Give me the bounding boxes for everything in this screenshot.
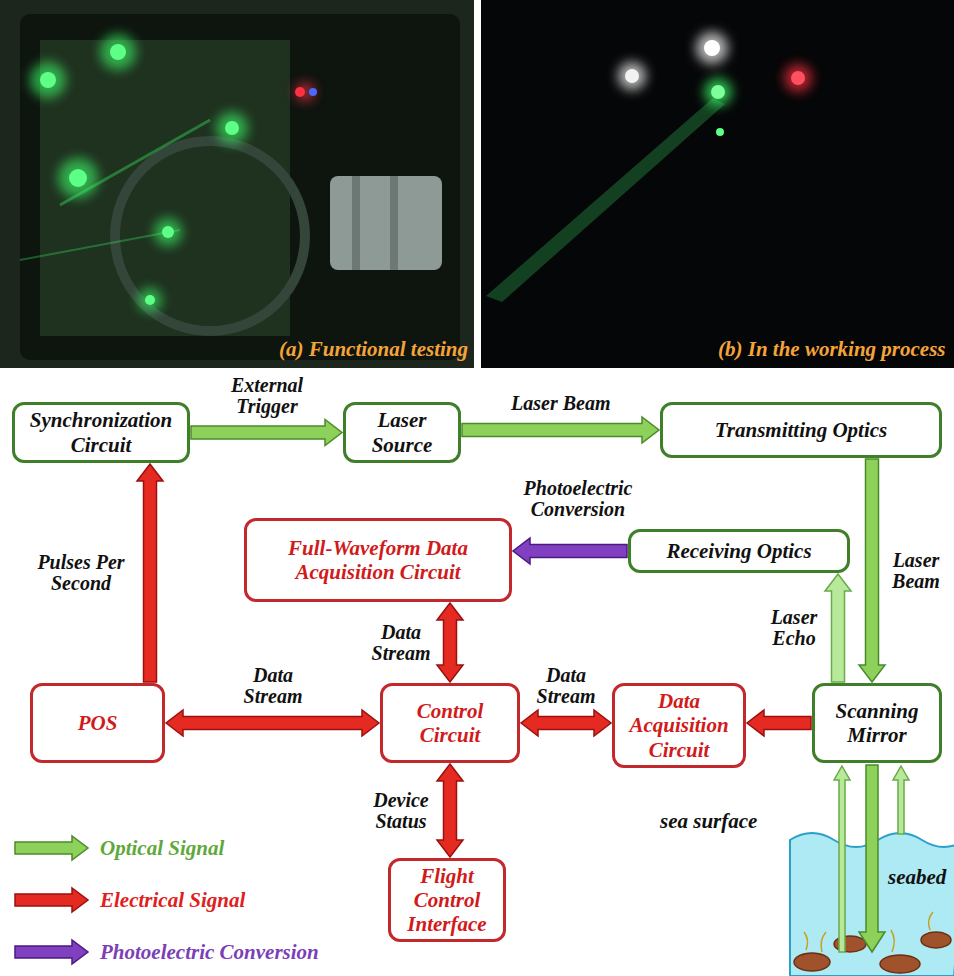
light-glow [618,32,812,106]
node-text: Flight Control Interface [399,864,495,936]
green-led [40,72,56,88]
edge-label: Laser Echo [764,607,824,649]
edge-label: Laser Beam [511,393,610,414]
photo-background [0,0,474,368]
circuit-board [40,40,290,336]
signal-arrow [521,710,611,736]
red-light [791,71,805,85]
edge-label: External Trigger [222,375,312,417]
node-text: Data Acquisition Circuit [623,689,735,761]
optical-arrow-sample [15,836,88,860]
echo-arrow [893,766,909,834]
legend-text: Photoelectric Conversion [100,941,319,963]
cylinder-groove [390,176,398,270]
node-text: Synchronization Circuit [23,408,179,456]
optics-box: Transmitting Optics [660,402,942,458]
signal-arrow [137,464,163,682]
acquisition-box: Data Acquisition Circuit [612,683,746,768]
echo-arrow [834,766,850,952]
region-label: seabed [888,866,946,888]
node-text: Scanning Mirror [823,699,931,747]
interface-box: Flight Control Interface [388,858,506,942]
laser-beam [486,98,725,302]
edge-label: Data Stream [238,665,308,707]
control-box: Control Circuit [380,683,520,763]
white-light [704,40,720,56]
legend-text: Electrical Signal [100,889,245,911]
node-text: POS [78,711,118,735]
node-text: Transmitting Optics [715,418,888,442]
cylinder-groove [352,176,360,270]
device-frame [20,14,460,360]
signal-arrow [513,538,627,564]
signal-arrow [166,710,379,736]
green-light [711,85,725,99]
signal-arrow [747,710,811,736]
signal-arrow [859,459,885,682]
region-label: sea surface [660,810,757,832]
photo-background [481,0,954,368]
laser-box: Laser Source [343,402,461,463]
green-led [225,121,239,135]
seabed-rock [921,932,951,948]
green-led [162,226,174,238]
edge-label: Photoelectric Conversion [513,478,643,520]
node-text: Full-Waveform Data Acquisition Circuit [255,536,501,584]
acquisition-box: Full-Waveform Data Acquisition Circuit [244,518,512,602]
edge-label: Data Stream [366,622,436,664]
mirror-box: Scanning Mirror [812,683,942,763]
pos-box: POS [30,683,165,763]
node-text: Laser Source [354,408,450,456]
white-light [625,69,639,83]
green-led [110,44,126,60]
green-led [69,169,87,187]
edge-label: Data Stream [531,665,601,707]
edge-label: Device Status [366,790,436,832]
seabed-rock [794,953,830,971]
red-led [295,87,305,97]
signal-arrow [437,764,463,857]
conversion-arrow-sample [15,940,88,964]
legend-text: Optical Signal [100,837,224,859]
signal-arrow [191,420,342,446]
green-light [716,128,724,136]
led-glow [30,34,315,312]
photo-caption: (b) In the working process [718,338,946,360]
beam-arrow [859,765,885,952]
node-text: Receiving Optics [666,539,811,563]
node-text: Control Circuit [391,699,509,747]
electrical-arrow-sample [15,888,88,912]
edge-label: Laser Beam [886,550,946,592]
signal-arrow [462,417,659,443]
signal-arrow [825,574,851,682]
circuit-box: Synchronization Circuit [12,402,190,463]
signal-arrow [437,603,463,682]
blue-led [309,88,317,96]
green-led [145,295,155,305]
optics-box: Receiving Optics [628,529,850,573]
scanner-cylinder [330,176,442,270]
edge-label: Pulses Per Second [26,552,136,594]
photo-caption: (a) Functional testing [279,338,468,360]
seabed-rock [880,955,920,973]
